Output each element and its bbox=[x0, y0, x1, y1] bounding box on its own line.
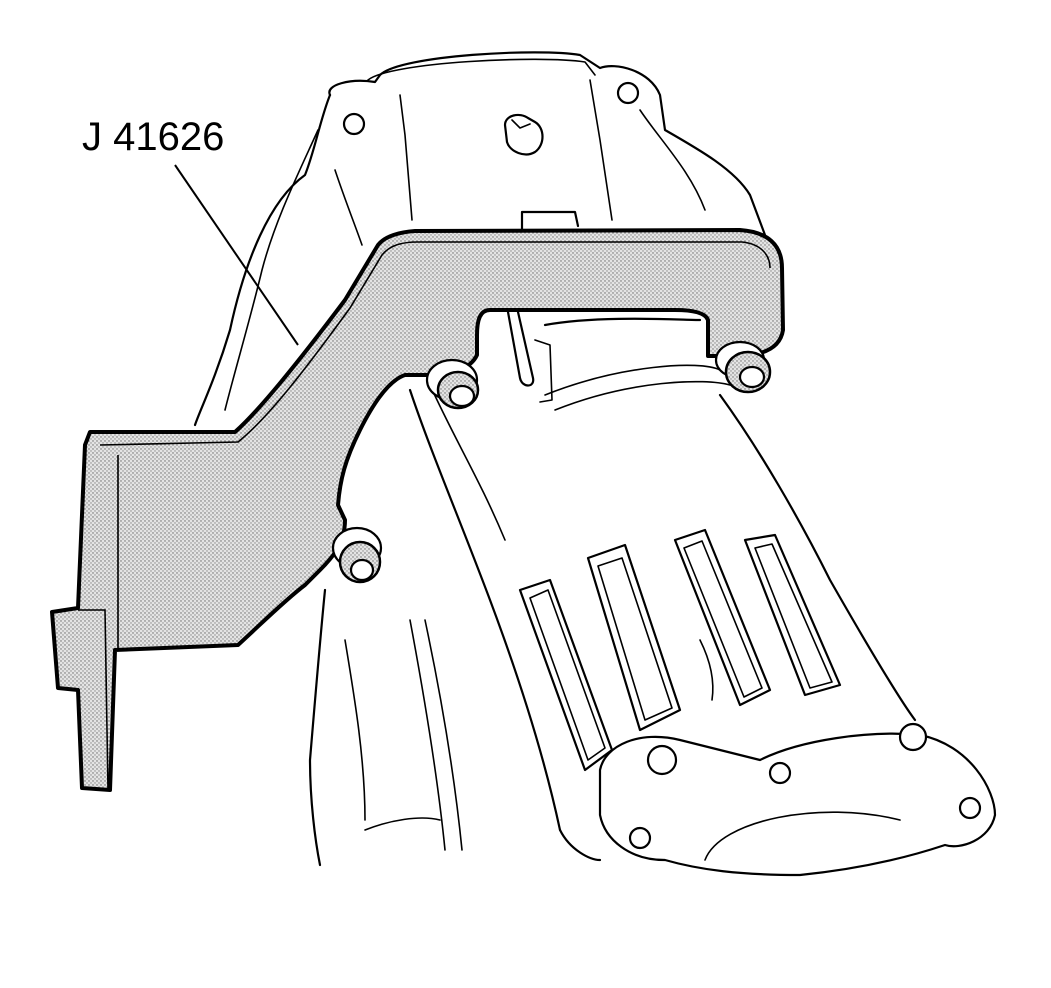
case-rib-4 bbox=[334, 169, 363, 246]
flange-bolt-hole bbox=[768, 761, 792, 785]
bell-housing-outline bbox=[328, 51, 767, 237]
rear-flange-inner bbox=[704, 811, 901, 861]
case-rib-3 bbox=[639, 109, 706, 211]
tailhousing-left bbox=[408, 388, 562, 832]
flange-bolt-hole bbox=[958, 796, 982, 820]
case-lower-foot bbox=[364, 817, 441, 831]
case-rib bbox=[399, 94, 413, 221]
case-left-flank bbox=[193, 93, 332, 427]
tailhousing-ring bbox=[544, 364, 721, 396]
shift-rail bbox=[506, 310, 535, 387]
case-lower-rib-3 bbox=[424, 619, 463, 851]
bell-housing-inner bbox=[367, 58, 596, 81]
tailhousing-right bbox=[718, 393, 917, 722]
case-tab bbox=[520, 210, 580, 232]
bolt-end bbox=[349, 558, 375, 582]
case-slot bbox=[743, 533, 842, 697]
tool-callout: J 41626 bbox=[82, 115, 299, 346]
holding-fixture-tool bbox=[50, 228, 785, 792]
callout-leader-line bbox=[174, 164, 299, 346]
fixture-body bbox=[50, 228, 785, 792]
bolt-end bbox=[738, 365, 766, 389]
fixture-flange-edge bbox=[78, 609, 109, 791]
case-bottom-edge bbox=[558, 828, 602, 862]
case-lower-rib bbox=[344, 639, 366, 821]
fixture-bolt bbox=[331, 526, 383, 584]
case-slot bbox=[586, 543, 682, 732]
case-rib-2 bbox=[589, 79, 613, 221]
case-bolt-hole bbox=[342, 112, 366, 136]
case-slot-inner bbox=[529, 589, 606, 761]
tailhousing-top bbox=[543, 317, 702, 327]
case-slot-inner bbox=[683, 540, 763, 698]
case-top-stud-detail bbox=[511, 119, 531, 129]
callout-label: J 41626 bbox=[82, 115, 224, 159]
rail-slot bbox=[534, 339, 553, 403]
fixture-edge-upper bbox=[99, 241, 771, 446]
rear-flange bbox=[598, 732, 997, 877]
fixture-bolt bbox=[714, 340, 772, 394]
flange-bolt-boss bbox=[646, 744, 678, 776]
case-gusset bbox=[699, 639, 714, 701]
fixture-bolt bbox=[425, 358, 480, 410]
case-bolt-hole bbox=[616, 81, 640, 105]
bolt-end bbox=[448, 384, 476, 408]
case-lower-left bbox=[308, 588, 327, 867]
case-slot-inner bbox=[754, 543, 833, 689]
tailhousing-inner-left bbox=[429, 384, 506, 541]
case-lower-rib-2 bbox=[409, 619, 446, 851]
case-top-stud bbox=[503, 113, 544, 156]
case-left-flank-inner bbox=[224, 129, 319, 411]
case-slot bbox=[673, 528, 772, 707]
case-slot-inner bbox=[597, 557, 673, 721]
tailhousing-ring-2 bbox=[554, 380, 731, 411]
flange-bolt-boss bbox=[898, 722, 928, 752]
transmission-case bbox=[193, 51, 997, 877]
flange-bolt-hole bbox=[628, 826, 652, 850]
